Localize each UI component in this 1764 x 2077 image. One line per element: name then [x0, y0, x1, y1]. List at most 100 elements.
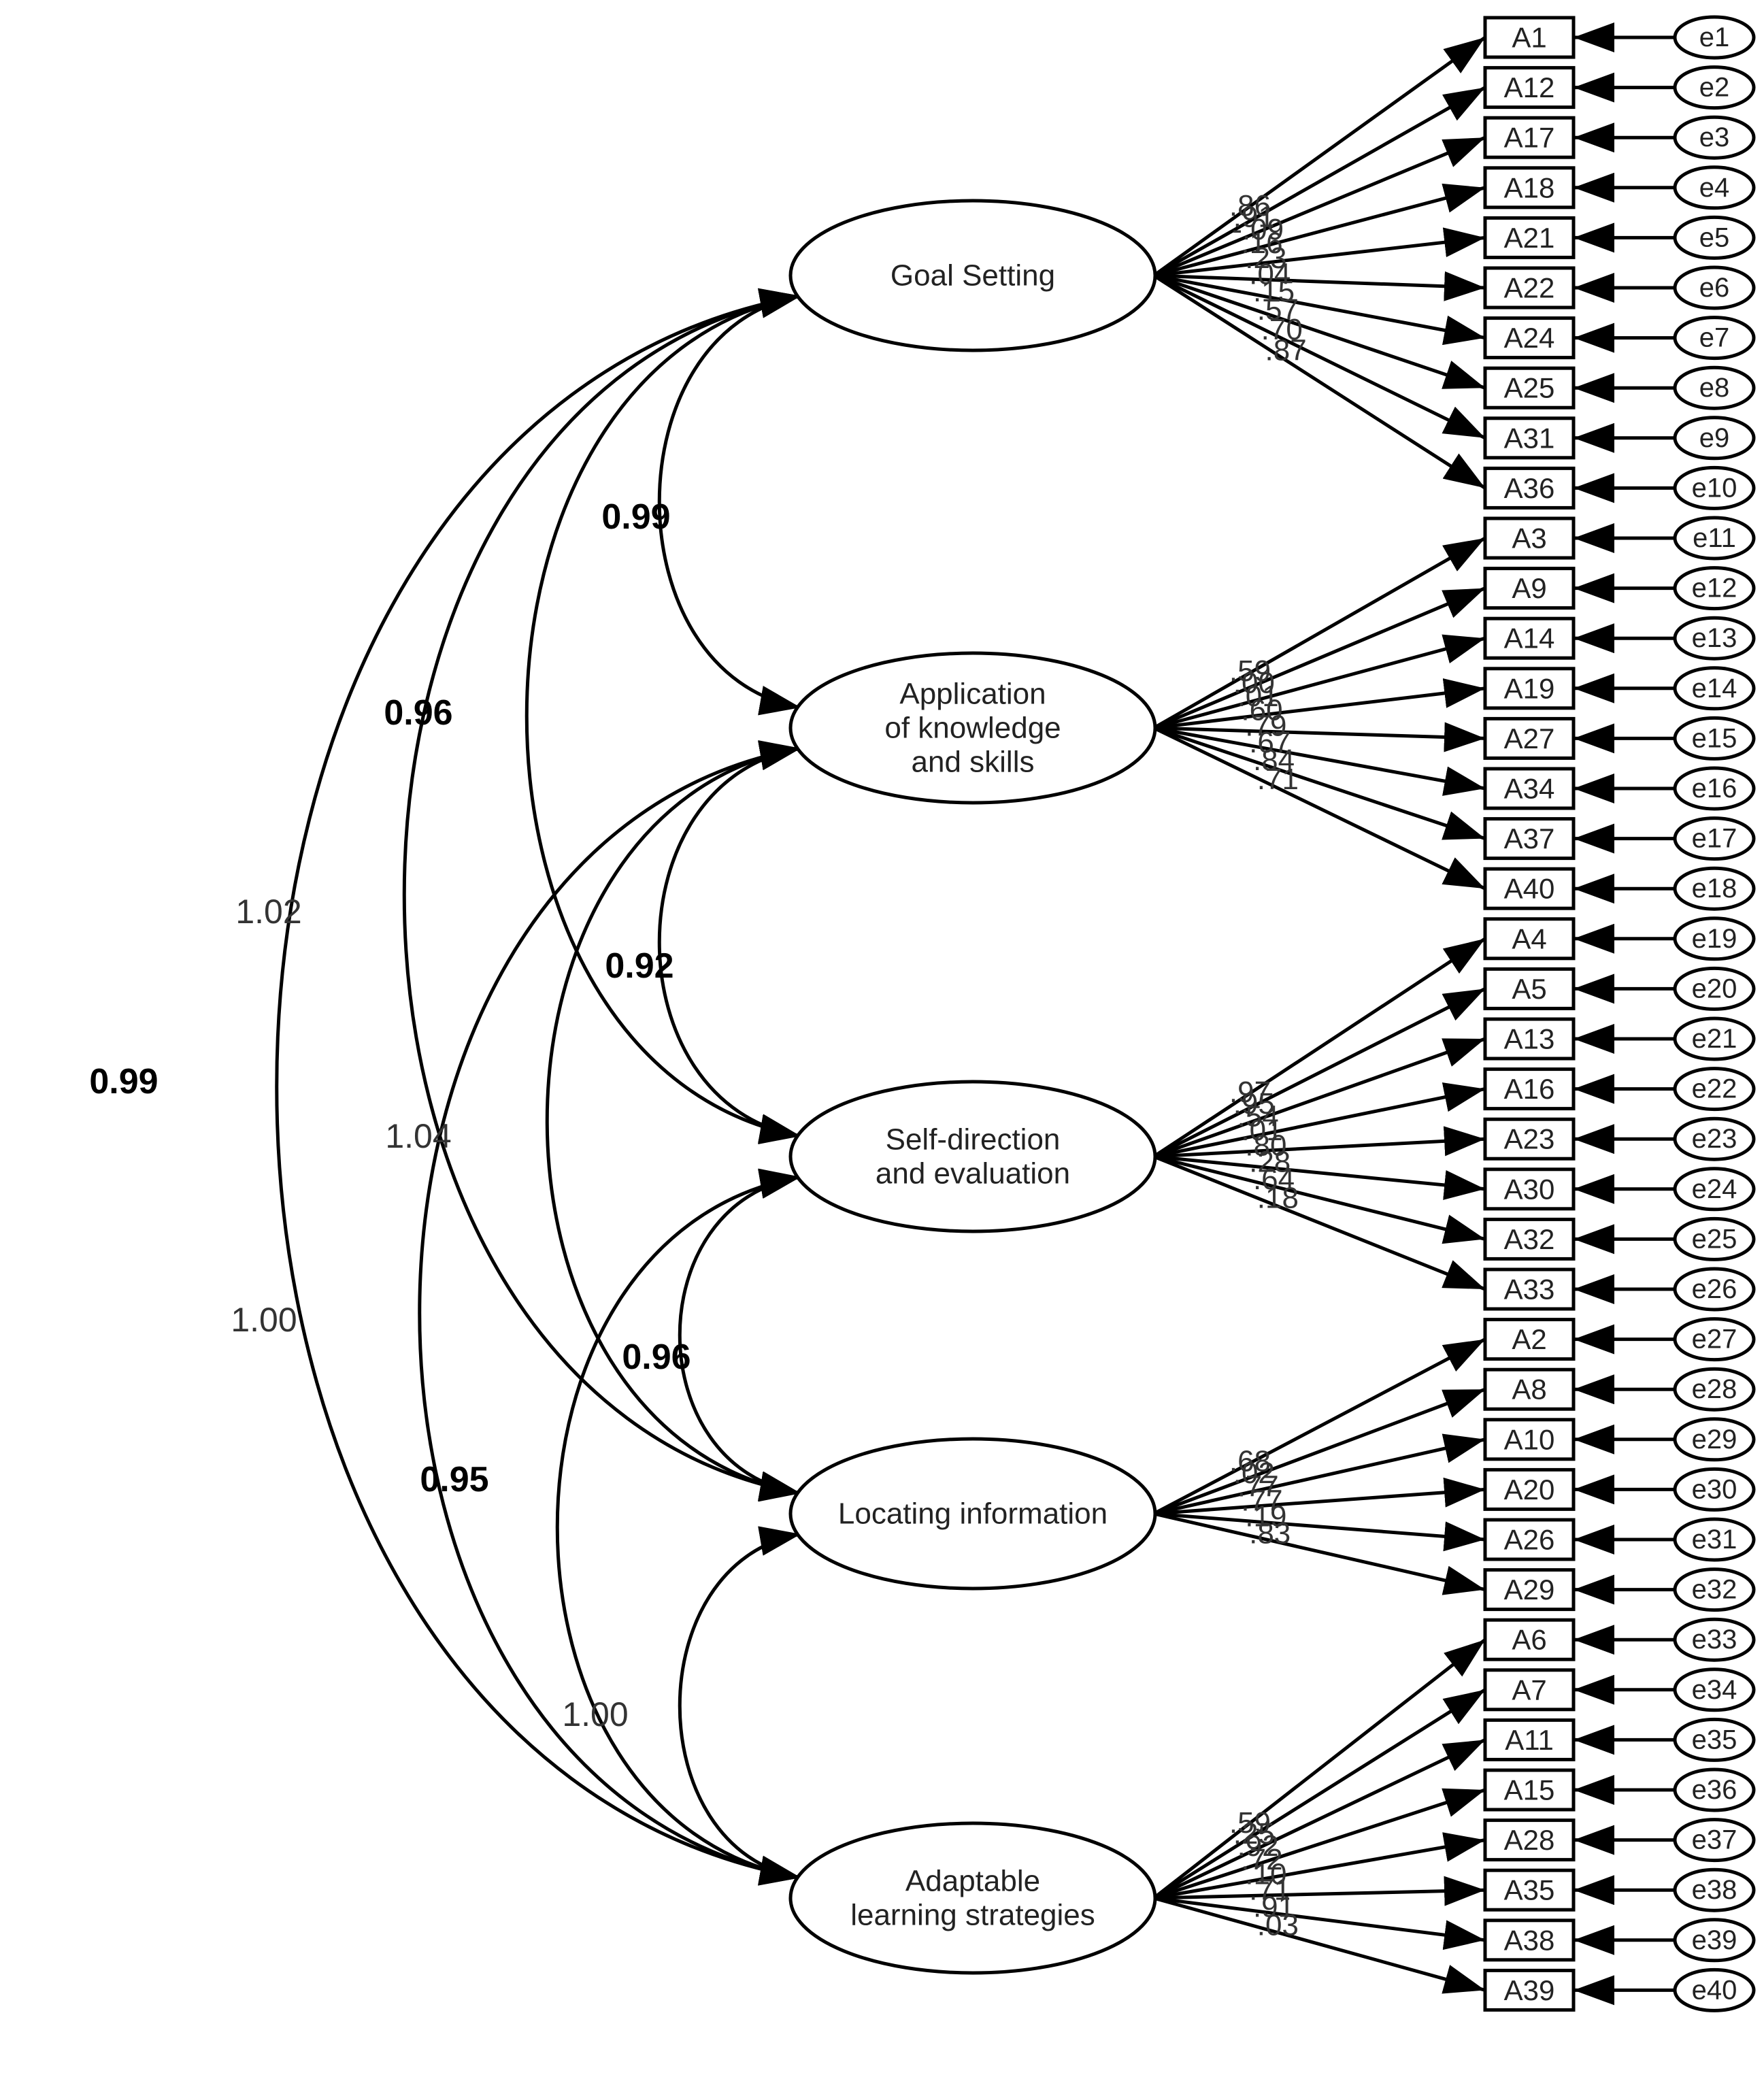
- item-box: [1483, 216, 1576, 259]
- loading-label-A16: .01: [1241, 1114, 1282, 1147]
- item-label: A18: [1504, 171, 1555, 203]
- error-ellipse: [1673, 1417, 1756, 1462]
- loading-path-A10: [1153, 1433, 1486, 1516]
- error-node-e22: e22: [1673, 1067, 1756, 1112]
- item-node-A17: A17: [1483, 116, 1576, 159]
- error-node-e34: e34: [1673, 1667, 1756, 1712]
- error-label: e38: [1692, 1875, 1737, 1905]
- error-label: e20: [1692, 974, 1737, 1003]
- error-label: e4: [1699, 173, 1730, 203]
- item-label: A28: [1504, 1824, 1555, 1856]
- loading-label-A25: .57: [1257, 293, 1299, 327]
- item-label: A32: [1504, 1223, 1555, 1255]
- error-node-e9: e9: [1673, 416, 1756, 461]
- error-node-e23: e23: [1673, 1116, 1756, 1161]
- loading-label-A34: .67: [1249, 726, 1291, 759]
- item-box: [1483, 1017, 1576, 1061]
- item-label: A29: [1504, 1574, 1555, 1606]
- loading-path-A34: [1153, 726, 1486, 796]
- loading-label-A20: .77: [1241, 1484, 1282, 1518]
- loading-path-A37: [1153, 726, 1486, 840]
- loading-label-A29: .83: [1249, 1516, 1291, 1550]
- loading-path-A25: [1153, 273, 1486, 390]
- item-label: A36: [1504, 472, 1555, 504]
- error-ellipse: [1673, 65, 1756, 110]
- item-box: [1483, 1918, 1576, 1962]
- item-label: A10: [1504, 1423, 1555, 1455]
- item-box: [1483, 616, 1576, 660]
- error-label: e14: [1692, 674, 1737, 703]
- error-node-e7: e7: [1673, 316, 1756, 361]
- item-box: [1483, 667, 1576, 710]
- loading-label-A30: .28: [1249, 1145, 1291, 1178]
- loading-label-A40: .71: [1257, 763, 1299, 796]
- item-box: [1483, 1318, 1576, 1361]
- error-node-e12: e12: [1673, 566, 1756, 611]
- error-label: e27: [1692, 1325, 1737, 1355]
- loading-label-A22: .04: [1249, 257, 1291, 290]
- item-node-A22: A22: [1483, 266, 1576, 310]
- error-node-e18: e18: [1673, 866, 1756, 911]
- item-box: [1483, 1518, 1576, 1561]
- loading-label-A8: .02: [1233, 1457, 1275, 1490]
- item-box: [1483, 967, 1576, 1010]
- error-node-e39: e39: [1673, 1918, 1756, 1963]
- item-node-A6: A6: [1483, 1618, 1576, 1661]
- factor-node-3: Locating information: [788, 1437, 1157, 1591]
- error-ellipse: [1673, 115, 1756, 160]
- error-label: e33: [1692, 1625, 1737, 1655]
- item-label: A6: [1512, 1624, 1546, 1656]
- factor-label: and evaluation: [876, 1157, 1070, 1191]
- error-ellipse: [1673, 1367, 1756, 1412]
- item-label: A2: [1512, 1323, 1546, 1355]
- loading-label-A7: .25: [1233, 1817, 1275, 1850]
- item-label: A19: [1504, 672, 1555, 704]
- error-ellipse: [1673, 215, 1756, 260]
- error-ellipse: [1673, 616, 1756, 661]
- loading-label-A28: .10: [1245, 1857, 1286, 1891]
- item-label: A23: [1504, 1123, 1555, 1155]
- item-box: [1483, 166, 1576, 210]
- error-node-e4: e4: [1673, 165, 1756, 210]
- loading-label-A18: .16: [1241, 227, 1282, 260]
- loading-path-A2: [1152, 1337, 1486, 1516]
- factor-label: Locating information: [838, 1497, 1108, 1531]
- error-node-e2: e2: [1673, 65, 1756, 110]
- item-node-A23: A23: [1483, 1117, 1576, 1161]
- error-label: e29: [1692, 1425, 1737, 1455]
- error-ellipse: [1673, 265, 1756, 310]
- error-label: e17: [1692, 824, 1737, 854]
- covariance-label-2-4: 0.95: [420, 1460, 488, 1499]
- item-node-A28: A28: [1483, 1818, 1576, 1862]
- error-node-e38: e38: [1673, 1867, 1756, 1912]
- error-node-e27: e27: [1673, 1317, 1756, 1362]
- error-node-e26: e26: [1673, 1267, 1756, 1312]
- loading-path-A9: [1153, 586, 1486, 730]
- factor-label: Self-direction: [886, 1123, 1061, 1157]
- error-ellipse: [1673, 465, 1756, 510]
- factor-label: Goal Setting: [891, 259, 1055, 293]
- item-node-A27: A27: [1483, 716, 1576, 760]
- loading-label-A1: .86: [1229, 189, 1271, 222]
- error-ellipse: [1673, 1267, 1756, 1312]
- error-ellipse: [1673, 1717, 1756, 1762]
- item-label: A31: [1504, 422, 1555, 454]
- loading-path-A32: [1153, 1154, 1486, 1244]
- factor-ellipse: [788, 199, 1157, 352]
- item-label: A16: [1504, 1073, 1555, 1105]
- error-ellipse: [1673, 1016, 1756, 1061]
- error-ellipse: [1673, 1918, 1756, 1963]
- error-label: e11: [1693, 523, 1736, 553]
- item-label: A17: [1504, 122, 1555, 154]
- error-ellipse: [1673, 1167, 1756, 1212]
- item-node-A1: A1: [1483, 16, 1576, 59]
- loading-path-A36: [1152, 273, 1486, 490]
- item-label: A34: [1504, 773, 1555, 805]
- error-node-e11: e11: [1673, 516, 1756, 561]
- loading-path-A5: [1152, 987, 1486, 1159]
- item-label: A8: [1512, 1374, 1546, 1406]
- loading-path-A7: [1152, 1688, 1486, 1900]
- error-ellipse: [1673, 416, 1756, 461]
- error-label: e32: [1692, 1575, 1737, 1605]
